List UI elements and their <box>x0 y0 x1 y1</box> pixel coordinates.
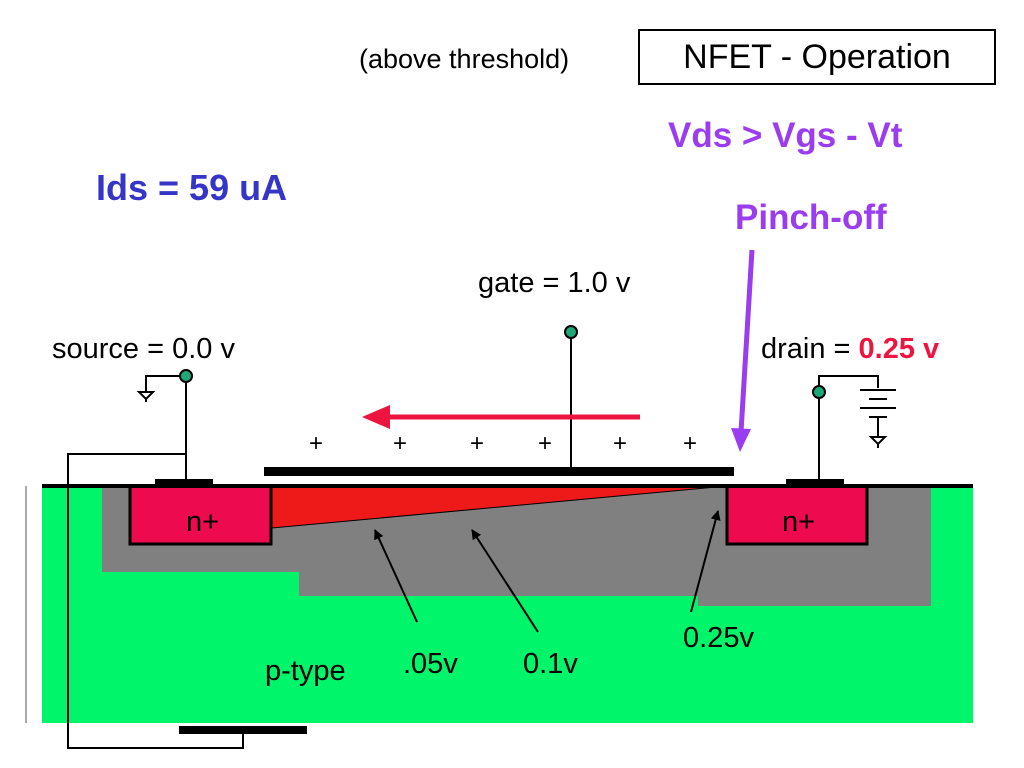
source-diffusion-label: n+ <box>186 506 220 538</box>
body-contact-pad <box>179 726 307 734</box>
gate-charge: + <box>393 430 408 457</box>
gate-charge: + <box>309 430 324 457</box>
gate-label: gate = 1.0 v <box>478 267 631 299</box>
drain-n-plus-region <box>725 484 869 546</box>
voltage-arrow-0-25v <box>690 510 721 613</box>
body-wire <box>67 453 244 749</box>
voltage-arrow-0-1v <box>471 529 539 633</box>
drain-voltage-value: 0.25 v <box>858 333 940 365</box>
drain-label-prefix: drain = <box>761 333 859 365</box>
gate-charge: + <box>613 430 628 457</box>
voltage-arrow-05v <box>374 529 418 623</box>
source-ground-icon <box>136 391 156 401</box>
gate-charge: + <box>470 430 485 457</box>
pinch-off-pointer-arrow <box>731 249 755 452</box>
ids-current-label: Ids = 59 uA <box>96 167 288 208</box>
drain-supply-wire <box>818 375 879 388</box>
source-contact-pad <box>155 479 213 486</box>
source-label: source = 0.0 v <box>52 333 235 365</box>
source-n-plus-region <box>128 484 273 546</box>
operating-condition: Vds > Vgs - Vt <box>668 116 903 155</box>
channel-voltage-label: 0.1v <box>523 648 578 680</box>
drain-label: drain = 0.25 v <box>761 335 939 364</box>
pinch-off-label: Pinch-off <box>735 198 887 237</box>
source-contact-node <box>179 369 193 383</box>
drain-diffusion-label: n+ <box>782 506 816 538</box>
substrate-label: p-type <box>265 655 346 687</box>
source-ground-wire <box>145 375 180 392</box>
header-subtitle: (above threshold) <box>359 44 570 74</box>
gate-contact-node <box>564 325 578 339</box>
channel-voltage-label: .05v <box>403 648 458 680</box>
gate-charge: + <box>538 430 553 457</box>
channel-voltage-label: 0.25v <box>683 622 754 654</box>
gate-plate <box>264 467 734 476</box>
header-title: NFET - Operation <box>638 29 996 85</box>
drain-battery-icon <box>860 389 896 448</box>
drain-contact-node <box>812 385 826 399</box>
current-direction-arrow <box>362 405 640 429</box>
drain-contact-pad <box>786 479 844 486</box>
gate-charge: + <box>683 430 698 457</box>
